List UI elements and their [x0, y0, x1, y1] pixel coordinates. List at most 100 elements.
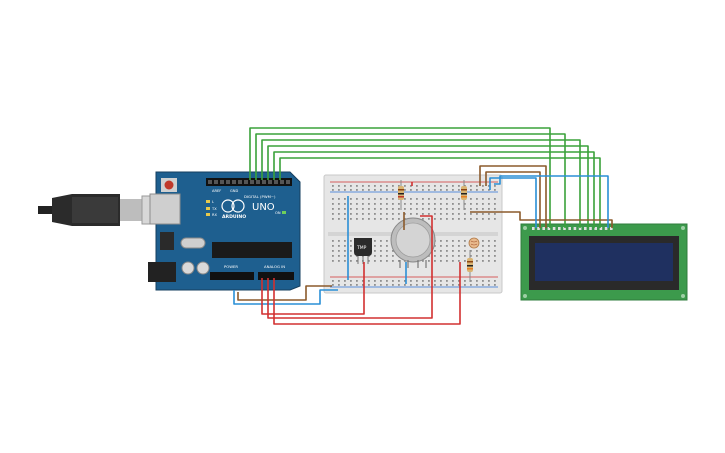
breadboard-hole: [332, 189, 334, 191]
breadboard-hole: [440, 245, 442, 247]
breadboard-hole: [488, 240, 490, 242]
breadboard-hole: [410, 208, 412, 210]
breadboard-hole: [380, 284, 382, 286]
breadboard-hole: [404, 185, 406, 187]
breadboard-hole: [344, 185, 346, 187]
breadboard-hole: [470, 208, 472, 210]
breadboard-hole: [458, 250, 460, 252]
breadboard-hole: [344, 213, 346, 215]
tmp-sensor-label: TMP: [356, 245, 367, 251]
breadboard-hole: [380, 255, 382, 257]
breadboard-hole: [464, 218, 466, 220]
usb-cable: [38, 194, 171, 226]
breadboard-hole: [452, 250, 454, 252]
breadboard-hole: [374, 213, 376, 215]
breadboard-hole: [452, 189, 454, 191]
breadboard-hole: [380, 203, 382, 205]
gnd-label: GND: [230, 189, 238, 193]
breadboard-hole: [452, 185, 454, 187]
breadboard-hole: [470, 203, 472, 205]
breadboard-hole: [374, 255, 376, 257]
breadboard-hole: [332, 240, 334, 242]
digital-pin: [286, 180, 290, 184]
breadboard-hole: [434, 218, 436, 220]
breadboard-hole: [440, 240, 442, 242]
breadboard-hole: [446, 208, 448, 210]
breadboard-hole: [446, 240, 448, 242]
model-label: UNO: [252, 202, 275, 213]
wire-red-3: [273, 262, 461, 325]
breadboard-hole: [446, 213, 448, 215]
breadboard-hole: [410, 203, 412, 205]
breadboard-hole: [338, 208, 340, 210]
breadboard-hole: [464, 250, 466, 252]
reset-button[interactable]: [164, 180, 174, 190]
breadboard-hole: [422, 185, 424, 187]
breadboard-hole: [356, 185, 358, 187]
breadboard-hole: [362, 198, 364, 200]
breadboard-hole: [488, 245, 490, 247]
breadboard-hole: [392, 198, 394, 200]
breadboard-hole: [416, 203, 418, 205]
breadboard-hole: [374, 208, 376, 210]
breadboard-hole: [350, 260, 352, 262]
breadboard-hole: [488, 260, 490, 262]
breadboard-hole: [356, 280, 358, 282]
usb-cable-tail: [38, 206, 52, 214]
breadboard-hole: [446, 245, 448, 247]
breadboard-hole: [434, 245, 436, 247]
breadboard-hole: [494, 198, 496, 200]
crystal: [180, 237, 206, 249]
breadboard-hole: [398, 185, 400, 187]
wire-green-4: [267, 145, 589, 228]
breadboard-hole: [434, 213, 436, 215]
lcd-mount-hole: [523, 226, 527, 230]
rx-label: RX: [212, 213, 217, 217]
breadboard-hole: [374, 185, 376, 187]
breadboard-hole: [488, 280, 490, 282]
breadboard-hole: [404, 218, 406, 220]
on-label: ON: [275, 211, 281, 215]
breadboard-hole: [368, 208, 370, 210]
led-on: [282, 211, 286, 214]
breadboard-hole: [338, 260, 340, 262]
breadboard-hole: [404, 284, 406, 286]
breadboard-hole: [446, 185, 448, 187]
breadboard-hole: [470, 280, 472, 282]
breadboard-hole: [362, 280, 364, 282]
lcd-pin: [594, 227, 597, 230]
breadboard-hole: [428, 280, 430, 282]
breadboard-hole: [344, 240, 346, 242]
lcd-pin: [584, 227, 587, 230]
power-header: [210, 272, 254, 280]
breadboard-hole: [482, 255, 484, 257]
lcd-mount-hole: [681, 294, 685, 298]
breadboard-hole: [404, 280, 406, 282]
breadboard-hole: [470, 185, 472, 187]
breadboard-hole: [482, 213, 484, 215]
aref-label: AREF: [212, 189, 221, 193]
lcd-pin: [558, 227, 561, 230]
breadboard-hole: [398, 203, 400, 205]
photoresistor: [468, 237, 480, 249]
breadboard-hole: [482, 240, 484, 242]
breadboard-hole: [428, 218, 430, 220]
breadboard-hole: [416, 213, 418, 215]
wire-green-2: [255, 133, 566, 228]
breadboard-hole: [488, 208, 490, 210]
breadboard-hole: [458, 245, 460, 247]
breadboard-hole: [338, 218, 340, 220]
breadboard-hole: [350, 198, 352, 200]
lcd-pin: [589, 227, 592, 230]
breadboard-hole: [332, 250, 334, 252]
breadboard-hole: [440, 185, 442, 187]
breadboard-hole: [374, 245, 376, 247]
breadboard-hole: [368, 213, 370, 215]
breadboard-hole: [494, 240, 496, 242]
breadboard-hole: [368, 189, 370, 191]
breadboard-hole: [392, 260, 394, 262]
breadboard-hole: [380, 208, 382, 210]
breadboard-hole: [362, 203, 364, 205]
breadboard-hole: [440, 218, 442, 220]
breadboard-hole: [380, 185, 382, 187]
